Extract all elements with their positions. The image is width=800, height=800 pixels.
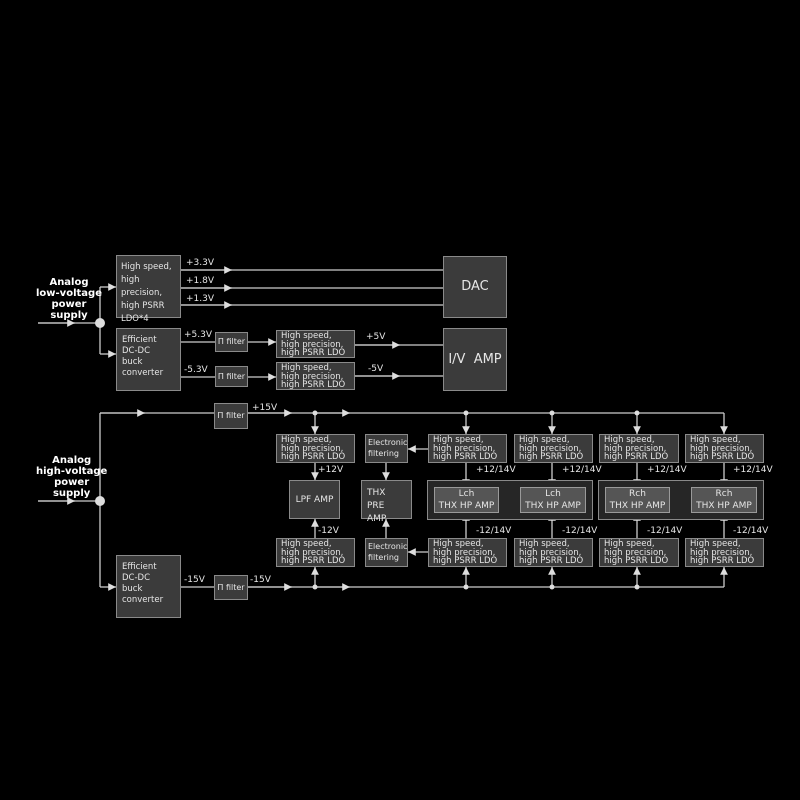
thx-pre-amp-box: THX PRE AMP (361, 480, 412, 524)
dac-box: DAC (443, 256, 507, 318)
lpf-amp-box: LPF AMP (289, 480, 340, 519)
ldo-lch1-pos: High speed, high precision, high PSRR LD… (428, 434, 507, 463)
rail-1v8: +1.8V (186, 276, 215, 286)
label-plus12: +12V (318, 465, 344, 475)
rail-neg-5v3: -5.3V (184, 365, 208, 375)
out-neg-5v: -5V (368, 364, 384, 374)
ldo-lch2-neg: High speed, high precision, high PSRR LD… (514, 538, 593, 567)
ldo-pos-5v: High speed, high precision, high PSRR LD… (276, 330, 355, 358)
rail-1v3: +1.3V (186, 294, 215, 304)
label-minus1214-c: -12/14V (647, 526, 683, 536)
ldo-neg-5v: High speed, high precision, high PSRR LD… (276, 362, 355, 390)
rail-neg-15v: -15V (250, 575, 271, 585)
pi-filter-pos: Π filter (215, 332, 248, 352)
pi-filter-neg: Π filter (215, 366, 248, 387)
rch-amp-2: Rch THX HP AMP (691, 487, 757, 513)
label-plus1214-c: +12/14V (647, 465, 687, 475)
elec-filter-neg: Electronic filtering (365, 538, 408, 567)
pi-filter-neg15: Π filter (214, 575, 248, 600)
label-minus1214-a: -12/14V (476, 526, 512, 536)
ldo-rch2-pos: High speed, high precision, high PSRR LD… (685, 434, 764, 463)
ldo-lch1-neg: High speed, high precision, high PSRR LD… (428, 538, 507, 567)
pi-filter-pos15: Π filter (214, 403, 248, 429)
ldo-lch2-pos: High speed, high precision, high PSRR LD… (514, 434, 593, 463)
ldo-rch1-pos: High speed, high precision, high PSRR LD… (599, 434, 679, 463)
label-plus1214-d: +12/14V (733, 465, 773, 475)
label-plus1214-b: +12/14V (562, 465, 602, 475)
dcdc-out-neg-15v: -15V (184, 575, 205, 585)
rail-pos-15v: +15V (252, 403, 278, 413)
iv-amp-box: I/V AMP (443, 328, 507, 391)
label-minus1214-d: -12/14V (733, 526, 769, 536)
label-minus1214-b: -12/14V (562, 526, 598, 536)
out-pos-5v: +5V (366, 332, 386, 342)
ldo-lpf-neg: High speed, high precision, high PSRR LD… (276, 538, 355, 567)
high-voltage-source-label: Analog high-voltage power supply (36, 455, 108, 499)
high-dcdc-box: Efficient DC-DC buck converter (116, 555, 181, 618)
ldo-lpf-pos: High speed, high precision, high PSRR LD… (276, 434, 355, 463)
label-plus1214-a: +12/14V (476, 465, 516, 475)
elec-filter-pos: Electronic filtering (365, 434, 408, 463)
ldo-rch1-neg: High speed, high precision, high PSRR LD… (599, 538, 679, 567)
low-dcdc-box: Efficient DC-DC buck converter (116, 328, 181, 391)
rail-3v3: +3.3V (186, 258, 215, 268)
low-voltage-source-label: Analog low-voltage power supply (36, 277, 102, 321)
ldo-rch2-neg: High speed, high precision, high PSRR LD… (685, 538, 764, 567)
rch-amp-1: Rch THX HP AMP (605, 487, 670, 513)
rail-pos-5v3: +5.3V (184, 330, 213, 340)
lch-amp-2: Lch THX HP AMP (520, 487, 586, 513)
ldo4-box: High speed, high precision, high PSRR LD… (116, 255, 181, 324)
label-minus12: -12V (318, 526, 339, 536)
lch-amp-1: Lch THX HP AMP (434, 487, 499, 513)
